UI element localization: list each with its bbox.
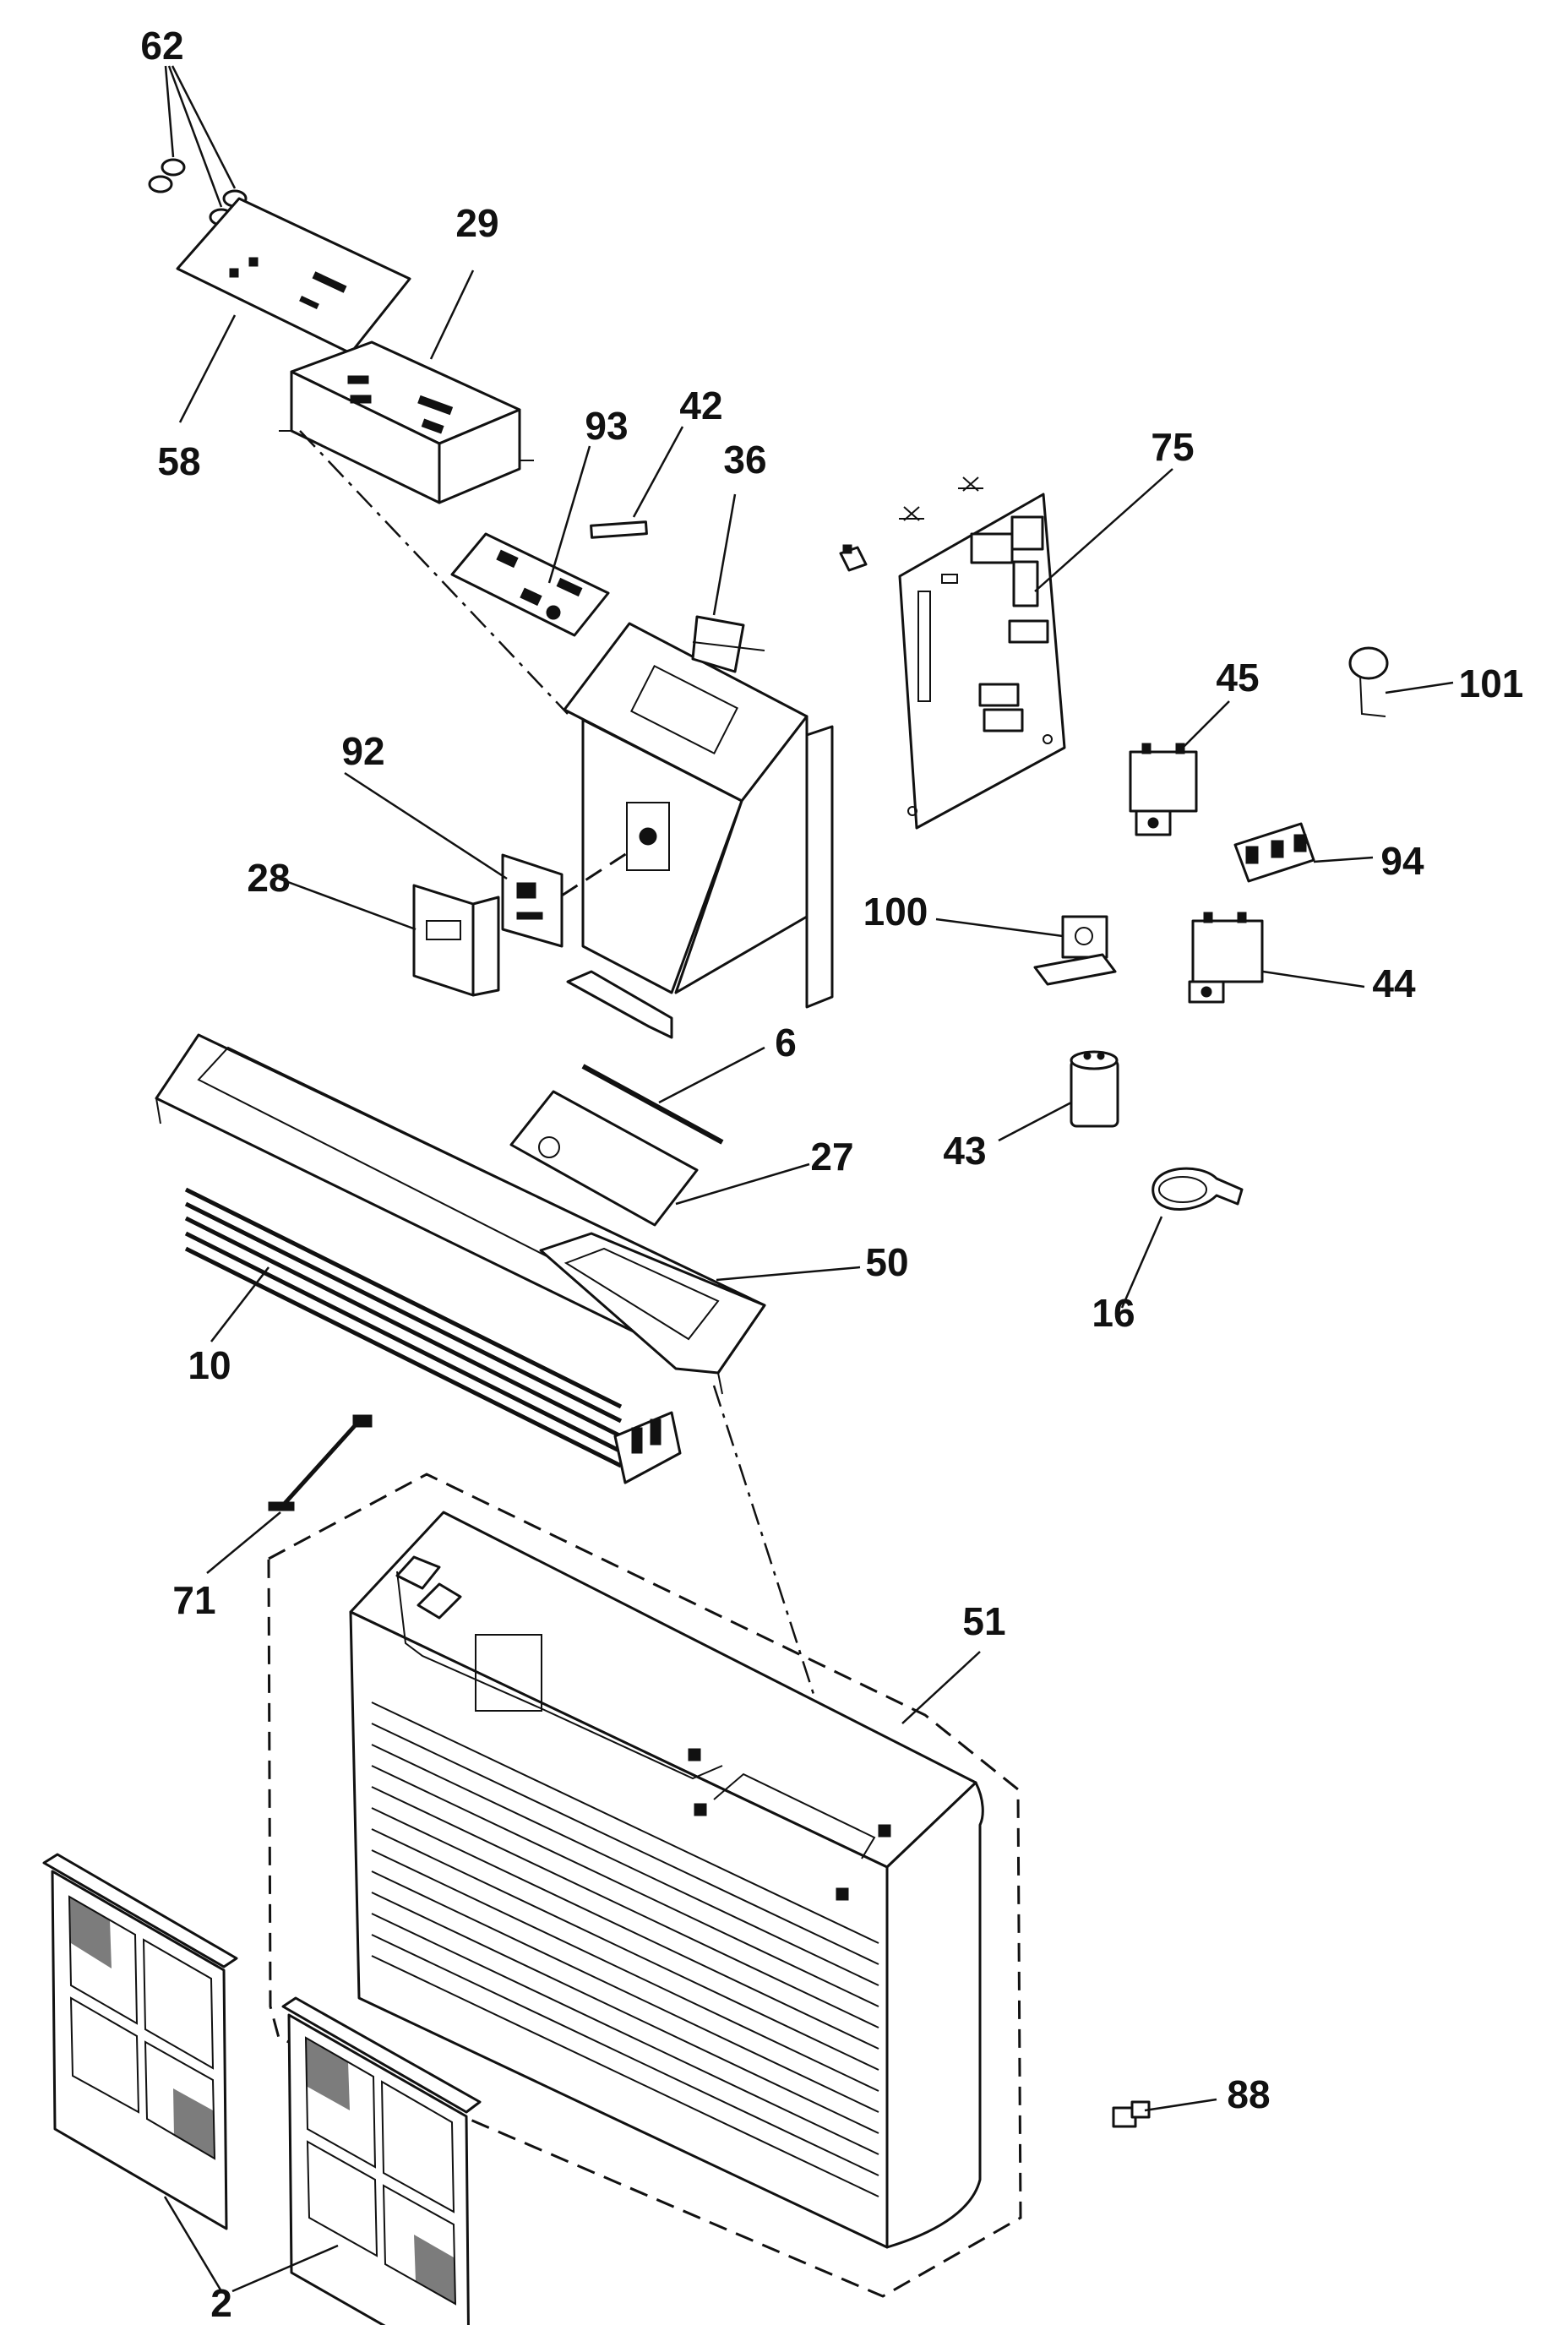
leader-62 [164, 65, 237, 208]
part-75-main-control-board[interactable] [898, 493, 1066, 830]
leader-100 [935, 917, 1064, 938]
callout-58: 58 [157, 439, 200, 483]
callout-93: 93 [585, 404, 628, 448]
callout-92: 92 [341, 729, 384, 773]
part-10-heater-assembly[interactable] [184, 1187, 682, 1484]
callout-labels: 62 29 58 93 42 36 75 45 101 92 28 94 100… [140, 24, 1523, 2325]
assembly-line-50-51 [712, 1385, 847, 1792]
part-93-display-board[interactable] [450, 532, 610, 637]
part-27-access-cover[interactable] [509, 1090, 699, 1227]
leader-58 [178, 314, 237, 423]
part-45-capacitor[interactable] [1129, 743, 1198, 836]
part-51-outline [267, 1473, 1022, 2298]
part-2-filter-right[interactable] [281, 1996, 482, 2325]
callout-45: 45 [1216, 656, 1259, 700]
callout-42: 42 [679, 384, 722, 427]
part-100-transformer[interactable] [1033, 915, 1117, 986]
part-50-front-frame[interactable] [155, 1033, 766, 1395]
callout-75: 75 [1151, 425, 1194, 469]
part-51-front-cover[interactable] [349, 1511, 984, 2249]
part-44-capacitor[interactable] [1188, 912, 1264, 1004]
callout-16: 16 [1092, 1291, 1135, 1335]
callout-29: 29 [455, 201, 498, 245]
part-75-board-standoffs[interactable] [839, 476, 983, 572]
part-28-mounting-bracket[interactable] [412, 884, 500, 997]
leader-44 [1262, 970, 1365, 988]
part-43-run-capacitor[interactable] [1070, 1050, 1119, 1128]
leader-29 [429, 270, 475, 360]
leader-50 [716, 1266, 861, 1282]
leader-101 [1385, 681, 1454, 694]
leader-92 [344, 771, 508, 880]
callout-50: 50 [865, 1240, 908, 1284]
callout-27: 27 [810, 1135, 853, 1179]
callout-43: 43 [943, 1129, 986, 1173]
part-88-clip[interactable] [1112, 2100, 1151, 2128]
assembly-line-92-36 [561, 852, 628, 897]
leader-45 [1182, 700, 1230, 749]
callout-62: 62 [140, 24, 183, 68]
callout-6: 6 [775, 1021, 797, 1064]
leader-75 [1034, 468, 1173, 592]
callout-2: 2 [210, 2281, 232, 2325]
callout-94: 94 [1380, 839, 1424, 883]
leader-51 [901, 1651, 981, 1724]
part-6-rod[interactable] [581, 1064, 724, 1145]
part-16-capacitor-strap[interactable] [1152, 1167, 1244, 1211]
leader-71 [206, 1511, 281, 1574]
leader-2 [163, 2196, 339, 2293]
callout-100: 100 [863, 890, 928, 934]
leader-16 [1120, 1216, 1163, 1309]
part-42-bracket-strip[interactable] [590, 520, 648, 539]
leader-36 [712, 493, 737, 616]
callout-71: 71 [172, 1578, 215, 1622]
callout-10: 10 [188, 1343, 231, 1387]
part-36-control-box-chassis[interactable] [563, 615, 834, 1039]
part-58-control-panel-plate[interactable] [176, 197, 411, 355]
leader-43 [998, 1101, 1072, 1142]
callout-36: 36 [723, 438, 766, 482]
leader-10 [210, 1266, 270, 1342]
leader-42 [632, 426, 684, 518]
callout-44: 44 [1372, 961, 1416, 1005]
part-71-shaft[interactable] [268, 1414, 373, 1511]
leader-27 [675, 1162, 810, 1206]
leader-94 [1313, 856, 1374, 863]
callout-88: 88 [1227, 2072, 1270, 2116]
part-92-switch-bracket[interactable] [501, 853, 564, 948]
leader-88 [1144, 2098, 1217, 2112]
part-29-control-box[interactable] [279, 340, 534, 504]
leader-6 [658, 1046, 765, 1104]
leader-28 [278, 877, 416, 931]
part-94-terminal-block[interactable] [1233, 822, 1315, 883]
part-101-clip[interactable] [1348, 646, 1389, 717]
leader-93 [547, 445, 591, 584]
callout-28: 28 [247, 856, 290, 900]
callout-51: 51 [962, 1599, 1005, 1643]
part-2-filter-left[interactable] [42, 1853, 238, 2230]
callout-101: 101 [1459, 662, 1524, 705]
